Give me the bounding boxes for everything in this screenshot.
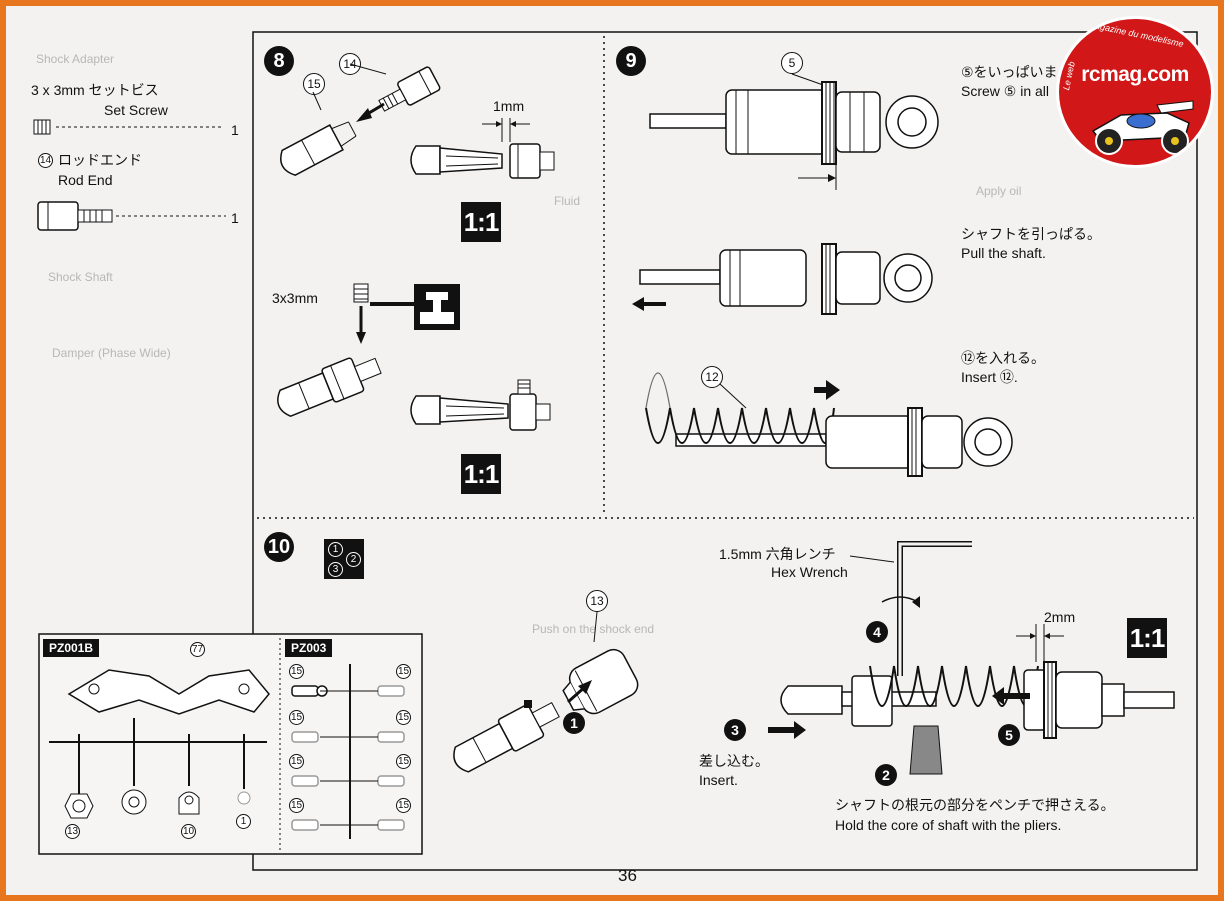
logo-tagline: magazine du modelisme (1087, 18, 1185, 50)
bleed-through-text: Shock Adapter (36, 52, 115, 66)
runner-part-77: 77 (190, 642, 205, 657)
assembly-step-1: 1 (563, 712, 585, 734)
runner-part-15: 15 (289, 798, 304, 813)
runner-pz001b-label: PZ001B (43, 639, 100, 657)
rod-end-name-ja: ロッドエンド (58, 152, 142, 168)
step-9-instruction-2-en: Pull the shaft. (961, 245, 1046, 261)
step-8-badge: 8 (264, 46, 294, 76)
part-15-callout: 15 (303, 73, 325, 95)
rcmag-logo: magazine du modelisme Le web rcmag.com (1056, 16, 1214, 168)
hex-wrench-label-en: Hex Wrench (771, 564, 848, 580)
rc-car-icon (1091, 100, 1194, 155)
assembly-step-3: 3 (724, 719, 746, 741)
runner-part-15: 15 (396, 664, 411, 679)
shock-assembly-insert-spring (645, 372, 1013, 477)
order-mark-3: 3 (328, 562, 343, 577)
hold-shaft-label-en: Hold the core of shaft with the pliers. (835, 817, 1062, 833)
order-mark-2: 2 (346, 552, 361, 567)
dim-2mm-label: 2mm (1044, 609, 1076, 625)
insert-label-ja: 差し込む。 (699, 753, 769, 769)
rod-end-qty: 1 (231, 210, 239, 226)
step-9-badge: 9 (616, 46, 646, 76)
assembly-step-5: 5 (998, 724, 1020, 746)
scale-1-1-mark: 1:1 (1127, 618, 1167, 658)
bleed-through-text: Apply oil (976, 184, 1022, 198)
set-screw-qty: 1 (231, 122, 239, 138)
runner-pz001b-drawing (49, 669, 270, 819)
rod-end-illustration (37, 201, 226, 231)
part-13-callout: 13 (586, 590, 608, 612)
runner-part-15: 15 (289, 754, 304, 769)
runner-pz003-label: PZ003 (285, 639, 333, 657)
set-screw-name-en: Set Screw (104, 102, 168, 118)
logo-brand: rcmag.com (1081, 63, 1189, 86)
step-8-rod-end-assembly (280, 63, 441, 176)
bleed-through-text: Shock Shaft (48, 270, 113, 284)
runner-part-10: 10 (181, 824, 196, 839)
part-12-callout: 12 (701, 366, 723, 388)
set-screw-illustration (33, 119, 222, 135)
bleed-through-text: Push on the shock end (532, 622, 655, 636)
runner-part-15: 15 (289, 710, 304, 725)
page-number: 36 (618, 866, 637, 885)
step-8-set-screw-install (277, 283, 422, 418)
layout-lines (252, 31, 1198, 871)
shock-assembly-pull-shaft (632, 243, 933, 315)
step-9-instruction-3-en: Insert ⑫. (961, 369, 1018, 385)
runner-part-15: 15 (396, 798, 411, 813)
rod-end-number: 14 (38, 153, 53, 168)
step-10-badge: 10 (264, 532, 294, 562)
insert-label-en: Insert. (699, 772, 738, 788)
shock-assembly-screwed (649, 73, 939, 190)
scale-1-1-mark: 1:1 (461, 454, 501, 494)
runner-part-15: 15 (396, 710, 411, 725)
runner-part-15: 15 (289, 664, 304, 679)
shaft-installation-drawing (768, 541, 1175, 775)
step-8-side-view-bottom (410, 379, 551, 431)
order-mark-1: 1 (328, 542, 343, 557)
screw-size-label: 3x3mm (272, 290, 318, 306)
runner-pz003-drawing (291, 664, 405, 839)
runner-part-13: 13 (65, 824, 80, 839)
bleed-through-text: Damper (Phase Wide) (52, 346, 171, 360)
rod-end-name-en: Rod End (58, 172, 113, 188)
runner-part-1: 1 (236, 814, 251, 829)
dim-1mm-label: 1mm (493, 98, 525, 114)
scale-1-1-mark: 1:1 (461, 202, 501, 242)
cross-section-detail (414, 284, 460, 330)
assembly-step-4: 4 (866, 621, 888, 643)
ball-cap-assembly (453, 611, 639, 773)
set-screw-name-ja: 3 x 3mm セットビス (31, 82, 159, 98)
hex-wrench-label-ja: 1.5mm 六角レンチ (719, 546, 836, 562)
step-9-instruction-1-ja: ⑤をいっぱいま (961, 64, 1058, 80)
part-5-callout: 5 (781, 52, 803, 74)
step-9-instruction-3-ja: ⑫を入れる。 (961, 350, 1045, 366)
runners-box (38, 633, 423, 855)
step-8-side-view-top (410, 118, 555, 179)
runner-part-15: 15 (396, 754, 411, 769)
step-9-instruction-1-en: Screw ⑤ in all (961, 83, 1050, 99)
assembly-step-2: 2 (875, 764, 897, 786)
step-9-instruction-2-ja: シャフトを引っぱる。 (961, 226, 1101, 242)
bleed-through-text: Fluid (554, 194, 581, 208)
hold-shaft-label-ja: シャフトの根元の部分をペンチで押さえる。 (835, 797, 1115, 813)
